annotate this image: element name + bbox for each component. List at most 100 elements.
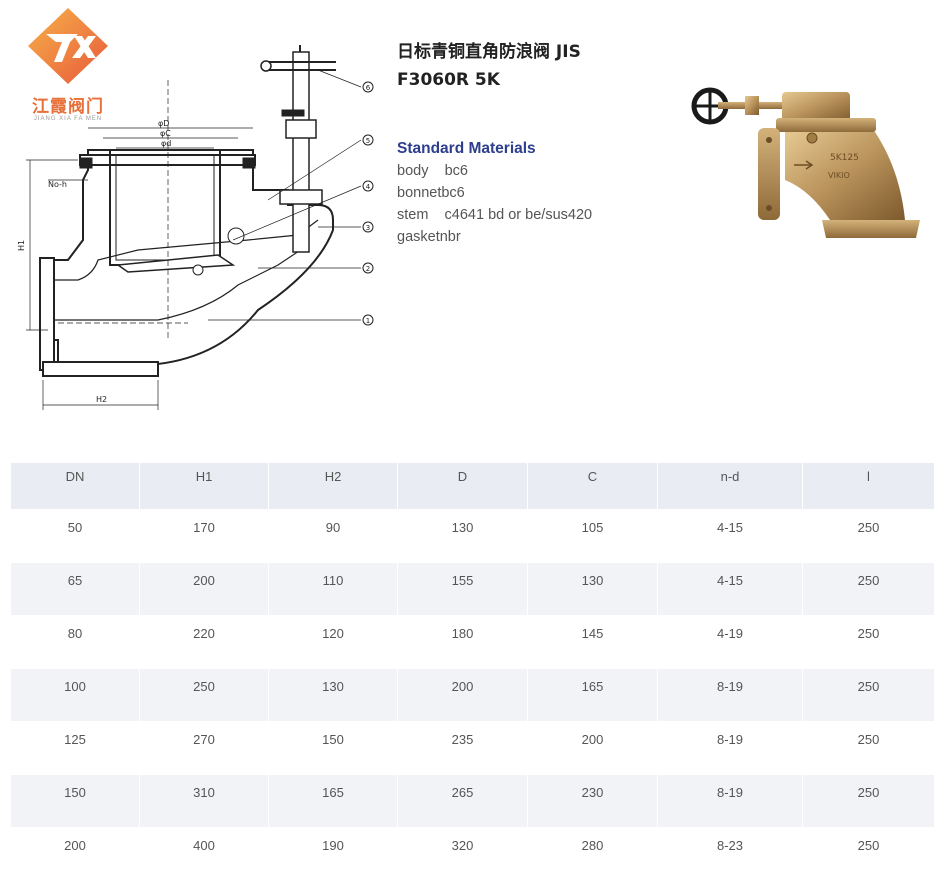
column-header: l	[803, 463, 934, 509]
material-part-label: body	[397, 163, 429, 179]
dim-label-h1: H1	[18, 240, 26, 251]
dim-label-phiD: φD	[158, 119, 169, 128]
table-cell: 280	[528, 828, 657, 880]
material-row: bonnetbc6	[397, 182, 592, 204]
table-cell: 65	[11, 563, 139, 615]
table-cell: 170	[140, 510, 268, 562]
table-cell: 270	[140, 722, 268, 774]
table-cell: 250	[803, 828, 934, 880]
table-cell: 8-19	[658, 775, 802, 827]
table-cell: 250	[803, 563, 934, 615]
table-cell: 8-23	[658, 828, 802, 880]
table-cell: 200	[398, 669, 527, 721]
table-cell: 120	[269, 616, 397, 668]
table-cell: 130	[398, 510, 527, 562]
column-header: H1	[140, 463, 268, 509]
table-cell: 250	[803, 510, 934, 562]
product-title: 日标青铜直角防浪阀 JIS F3060R 5K	[397, 42, 581, 90]
table-cell: 230	[528, 775, 657, 827]
material-row: body bc6	[397, 160, 592, 182]
dim-label-h2: H2	[96, 395, 107, 404]
table-cell: 250	[803, 616, 934, 668]
logo-english-name: JIANG XIA FA MEN	[33, 116, 103, 122]
balloon-label-2: 2	[366, 265, 370, 273]
balloon-label-4: 4	[366, 183, 371, 191]
dim-label-phiC: φC	[160, 129, 171, 138]
material-value: c4641 bd or be/sus420	[444, 207, 593, 223]
table-cell: 100	[11, 669, 139, 721]
logo-chinese-name: 江霞阀门	[32, 97, 104, 117]
logo-mark-icon	[28, 8, 108, 84]
table-cell: 145	[528, 616, 657, 668]
table-cell: 250	[803, 775, 934, 827]
materials-heading: Standard Materials	[397, 140, 536, 157]
valve-product-photo: 5K125 VIKIO	[691, 87, 920, 238]
table-cell: 4-15	[658, 510, 802, 562]
flow-arrow-icon	[794, 160, 814, 170]
casting-mark-brand: VIKIO	[828, 171, 850, 180]
table-cell: 250	[803, 722, 934, 774]
material-value: nbr	[439, 229, 461, 245]
table-cell: 150	[11, 775, 139, 827]
company-logo: 江霞阀门 JIANG XIA FA MEN	[18, 6, 118, 122]
material-value: bc6	[444, 163, 468, 179]
balloon-label-5: 5	[366, 137, 370, 145]
table-cell: 320	[398, 828, 527, 880]
table-cell: 200	[140, 563, 268, 615]
casting-mark-size: 5K125	[830, 153, 859, 163]
table-cell: 4-19	[658, 616, 802, 668]
table-cell: 190	[269, 828, 397, 880]
balloon-label-1: 1	[366, 317, 370, 325]
table-cell: 110	[269, 563, 397, 615]
table-cell: 8-19	[658, 669, 802, 721]
balloon-label-6: 6	[366, 84, 371, 92]
table-cell: 130	[528, 563, 657, 615]
table-cell: 125	[11, 722, 139, 774]
column-header: DN	[11, 463, 139, 509]
table-cell: 8-19	[658, 722, 802, 774]
column-header: D	[398, 463, 527, 509]
material-row: stem c4641 bd or be/sus420	[397, 204, 592, 226]
table-cell: 200	[528, 722, 657, 774]
table-cell: 4-15	[658, 563, 802, 615]
table-cell: 155	[398, 563, 527, 615]
column-header: n-d	[658, 463, 802, 509]
table-cell: 250	[803, 669, 934, 721]
table-cell: 200	[11, 828, 139, 880]
table-cell: 180	[398, 616, 527, 668]
material-part-label: stem	[397, 207, 429, 223]
table-cell: 220	[140, 616, 268, 668]
table-cell: 80	[11, 616, 139, 668]
table-cell: 310	[140, 775, 268, 827]
dim-label-phid: φd	[161, 139, 171, 148]
material-part-label: bonnet	[397, 185, 442, 201]
table-cell: 250	[140, 669, 268, 721]
column-header: C	[528, 463, 657, 509]
table-cell: 400	[140, 828, 268, 880]
table-cell: 265	[398, 775, 527, 827]
valve-section-drawing: 6 5 4 3 2 1 φD φC φd No-h H2 H1	[18, 45, 374, 410]
column-header: H2	[269, 463, 397, 509]
dim-label-noh: No-h	[48, 180, 67, 189]
table-cell: 130	[269, 669, 397, 721]
table-cell: 150	[269, 722, 397, 774]
table-cell: 165	[528, 669, 657, 721]
balloon-label-3: 3	[366, 224, 370, 232]
table-cell: 235	[398, 722, 527, 774]
material-spacer	[428, 207, 444, 223]
material-part-label: gasket	[397, 229, 440, 245]
material-value: bc6	[441, 185, 465, 201]
material-row: gasketnbr	[397, 226, 592, 248]
table-cell: 105	[528, 510, 657, 562]
material-spacer	[428, 163, 444, 179]
